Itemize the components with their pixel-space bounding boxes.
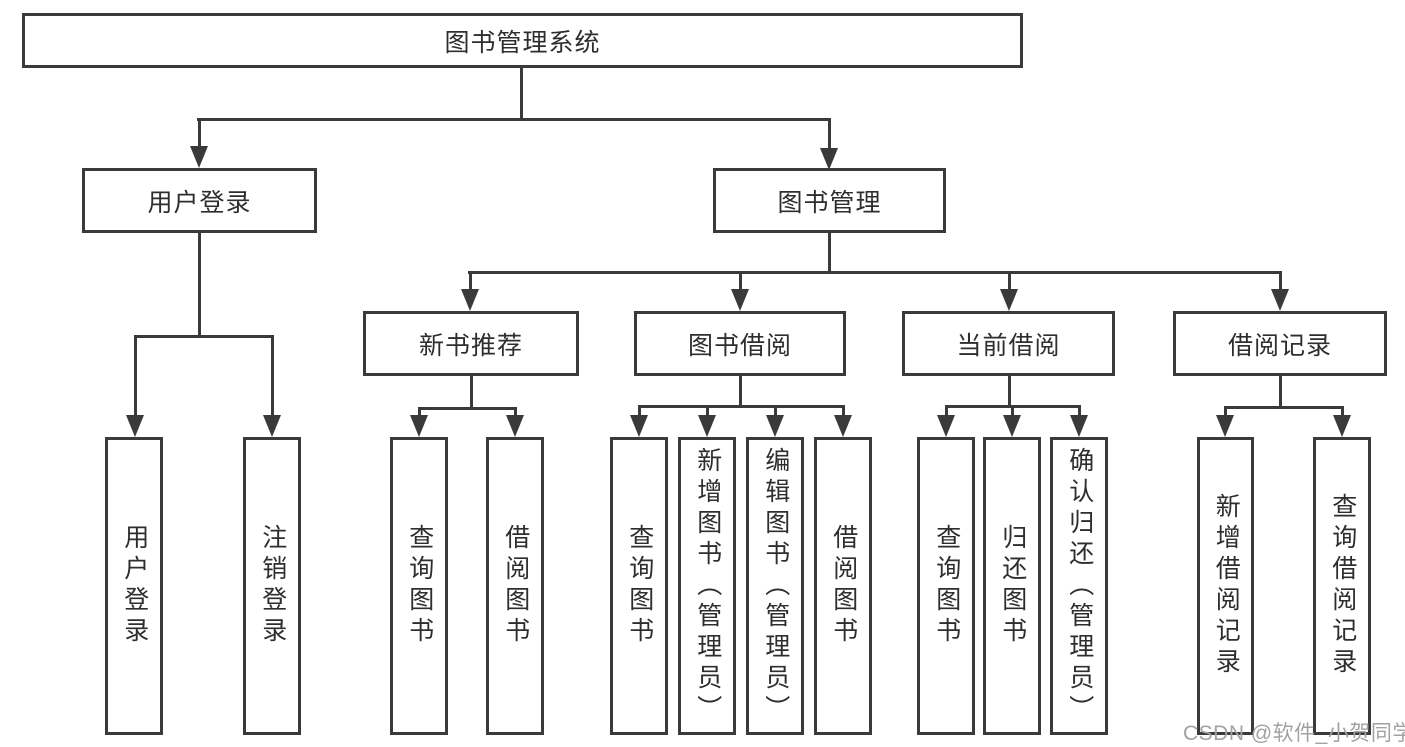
connector-line [1224,409,1227,417]
node-user-login: 用户登录 [82,168,317,233]
arrow-down-icon [1271,289,1289,311]
leaf-confirm-return-admin: 确认归还（管理员） [1050,437,1108,735]
arrow-down-icon [1000,289,1018,311]
node-root-label: 图书管理系统 [444,28,601,57]
leaf-label: 编辑图书（管理员） [761,446,790,726]
connector-line [1279,375,1282,409]
node-borrow-record-label: 借阅记录 [1227,331,1332,360]
leaf-label: 查询借阅记录 [1328,493,1357,679]
arrow-down-icon [630,415,648,437]
arrow-down-icon [190,146,208,168]
connector-line [271,338,274,416]
connector-line [197,118,831,121]
leaf-borrow-book-1: 借阅图书 [486,437,544,735]
connector-line [828,118,831,150]
connector-line [198,233,201,335]
node-new-book-recommend-label: 新书推荐 [418,331,523,360]
node-book-borrow-label: 图书借阅 [687,331,792,360]
connector-line [739,376,742,408]
connector-line [418,407,517,410]
arrow-down-icon [731,289,749,311]
arrow-down-icon [1216,415,1234,437]
leaf-label: 注销登录 [258,524,287,648]
leaf-query-book-3: 查询图书 [917,437,975,735]
arrow-down-icon [263,415,281,437]
leaf-label: 确认归还（管理员） [1065,446,1094,726]
csdn-watermark: CSDN @软件_小贺同学 [1183,722,1405,745]
leaf-query-borrow-record: 查询借阅记录 [1313,437,1371,735]
leaf-add-borrow-record: 新增借阅记录 [1197,437,1254,735]
connector-line [1008,274,1011,292]
connector-line [945,408,948,418]
connector-line [520,68,523,121]
node-root: 图书管理系统 [22,13,1023,68]
connector-line [470,376,473,410]
leaf-borrow-book-2: 借阅图书 [814,437,872,735]
connector-line [1011,408,1014,418]
connector-line [468,271,1282,274]
connector-line [1341,409,1344,417]
connector-line [134,338,137,416]
leaf-return-book: 归还图书 [983,437,1041,735]
leaf-label: 借阅图书 [829,524,858,648]
connector-line [638,405,845,408]
arrow-down-icon [126,415,144,437]
arrow-down-icon [937,415,955,437]
connector-line [198,118,201,150]
arrow-down-icon [820,148,838,170]
connector-line [1008,375,1011,408]
arrow-down-icon [1070,415,1088,437]
node-book-management: 图书管理 [713,168,946,233]
arrow-down-icon [834,415,852,437]
arrow-down-icon [506,415,524,437]
arrow-down-icon [766,415,784,437]
leaf-label: 新增图书（管理员） [693,446,722,726]
node-borrow-record: 借阅记录 [1173,311,1387,376]
node-user-login-label: 用户登录 [147,188,252,217]
leaf-query-book-2: 查询图书 [610,437,668,735]
connector-line [842,408,845,418]
connector-line [1224,406,1344,409]
node-book-management-label: 图书管理 [777,188,882,217]
leaf-edit-book-admin: 编辑图书（管理员） [746,437,804,735]
leaf-user-login: 用户登录 [105,437,163,735]
connector-line [134,335,274,338]
connector-line [739,274,742,292]
connector-line [706,408,709,418]
node-new-book-recommend: 新书推荐 [363,311,579,376]
leaf-add-book-admin: 新增图书（管理员） [678,437,736,735]
arrow-down-icon [698,415,716,437]
node-current-borrow: 当前借阅 [902,311,1115,376]
leaf-query-book-1: 查询图书 [390,437,448,735]
leaf-label: 用户登录 [120,524,149,648]
leaf-logout: 注销登录 [243,437,301,735]
leaf-label: 查询图书 [405,524,434,648]
leaf-label: 新增借阅记录 [1212,493,1241,679]
arrow-down-icon [1003,415,1021,437]
leaf-label: 查询图书 [932,524,961,648]
connector-line [638,408,641,418]
connector-line [469,274,472,292]
node-book-borrow: 图书借阅 [634,311,846,376]
connector-line [1279,274,1282,292]
arrow-down-icon [1333,415,1351,437]
arrow-down-icon [461,289,479,311]
leaf-label: 借阅图书 [501,524,530,648]
leaf-label: 归还图书 [998,524,1027,648]
connector-line [828,233,831,274]
connector-line [945,405,1081,408]
leaf-label: 查询图书 [625,524,654,648]
arrow-down-icon [410,415,428,437]
connector-line [1078,408,1081,418]
node-current-borrow-label: 当前借阅 [956,331,1061,360]
connector-line [774,408,777,418]
